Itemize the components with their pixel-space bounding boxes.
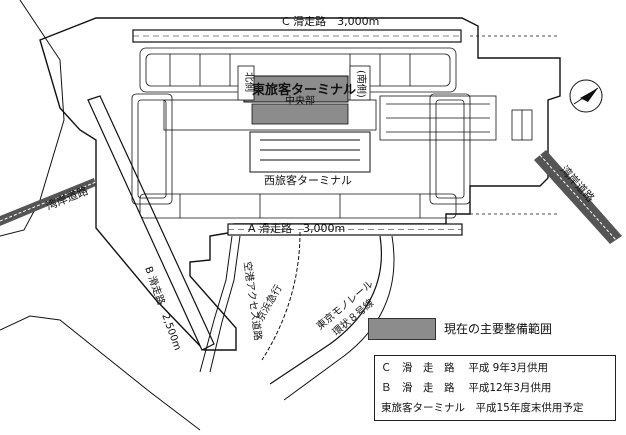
bay-road-west-label: 湾岸道路 [44,183,90,212]
north-wing [237,65,255,101]
south-wing [349,65,371,101]
keihin-line [261,231,301,361]
south-wing-label: (南側) [355,70,368,98]
north-arrow-icon [569,79,603,113]
taxiway-grid [131,47,533,219]
bay-road-east [534,150,622,244]
legend-key-label: 現在の主要整備範囲 [444,322,553,336]
legend-table: Ｃ 滑 走 路 平成 9年3月供用 Ｂ 滑 走 路 平成12年3月供用 東旅客タ… [374,355,616,421]
east-terminal-label: 東旅客ターミナル [252,82,356,98]
access-road-label: 空港アクセス道路 [241,261,265,342]
legend-swatch [368,318,436,340]
runway-c-label: C 滑走路 3,000m [282,15,379,28]
legend-row-runway-c: Ｃ 滑 走 路 平成 9年3月供用 [381,362,549,374]
ring8-road [283,235,395,401]
east-terminal-shaded [243,75,349,103]
coastline-south [0,315,201,431]
central-label: 中央部 [285,94,315,107]
bay-road-west [0,178,97,226]
coastline-west [0,0,65,237]
runway-b [87,95,215,351]
west-terminal [249,131,371,173]
legend-row-east-terminal: 東旅客ターミナル 平成15年度末供用予定 [381,402,584,414]
access-road-2 [209,235,241,373]
monorail-line [269,235,382,385]
runway-a-label: A 滑走路 3,000m [248,222,345,235]
boundary-dashes [470,35,560,215]
legend-row-runway-b: Ｂ 滑 走 路 平成12年3月供用 [381,382,552,394]
access-road [199,235,233,373]
central-shaded [251,103,349,125]
west-terminal-label: 西旅客ターミナル [264,173,352,187]
north-wing-label: 北側 [243,72,256,92]
